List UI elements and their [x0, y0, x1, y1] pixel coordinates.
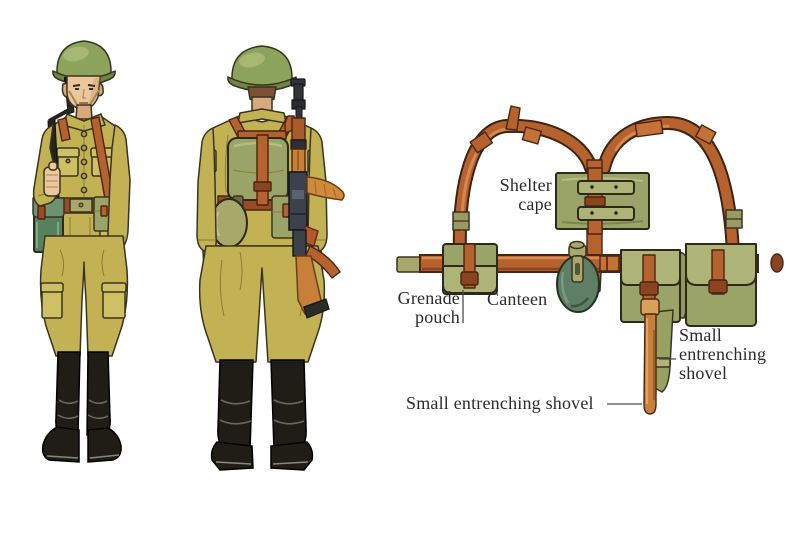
helmet-highlight [63, 46, 89, 62]
rear-helmet [227, 45, 297, 92]
grenade-pouch-buckle [460, 271, 479, 286]
equipment-diagram [396, 105, 784, 415]
entrenching-shovel [640, 298, 674, 415]
diagram-canteen [556, 240, 600, 313]
arch-buckle [469, 131, 494, 154]
rear-rifle [284, 78, 345, 319]
ammo-pouch [620, 249, 681, 323]
front-neck [75, 104, 93, 120]
pack-center-strap [256, 134, 269, 206]
rifle-sling-shoulder [48, 108, 70, 123]
label-shelter-cape: Shelter cape [499, 175, 552, 214]
boot-wrinkles [57, 399, 109, 420]
sling-wrap [291, 117, 306, 141]
pack-band-top [577, 180, 635, 195]
grenade-pouch [442, 243, 498, 295]
right-eyebrow [87, 84, 96, 87]
front-trousers [39, 235, 129, 357]
butt-plate [303, 298, 330, 319]
magazine-pouch-buckle [708, 279, 728, 294]
face-shading [86, 77, 100, 108]
gas-block [290, 139, 307, 150]
shelter-cape-pack [555, 167, 650, 235]
belt-right-tip [770, 253, 784, 273]
ammo-pouch-buckle [639, 281, 659, 296]
suspender-left-arch [452, 105, 598, 261]
pack-band-bottom [577, 206, 635, 221]
front-left-hand [43, 161, 61, 197]
label-canteen: Canteen [487, 289, 548, 309]
magazine-pouch [685, 243, 757, 327]
rear-shelter-cape-pack [227, 134, 289, 206]
soldier-front-figure [32, 40, 131, 463]
strap-tip-up [505, 105, 521, 131]
soldier-rear-figure [196, 45, 345, 471]
rear-boots [210, 359, 314, 471]
receiver [288, 171, 308, 231]
label-shovel-carrier: Small entrenching shovel [679, 325, 767, 383]
label-shovel: Small entrenching shovel [406, 393, 594, 413]
pack-strap-buckle [253, 181, 272, 192]
front-boots [41, 351, 122, 463]
front-left-arm [32, 124, 61, 207]
pack-buckle [584, 196, 606, 207]
shovel-handle-top [640, 298, 660, 316]
label-grenade-pouch: Grenade pouch [397, 288, 460, 327]
rear-collar [237, 108, 287, 124]
nose [82, 88, 86, 99]
suspender-right-arch [597, 115, 743, 261]
left-eyebrow [72, 84, 81, 87]
leader-lines [462, 290, 676, 405]
front-face [61, 75, 104, 111]
